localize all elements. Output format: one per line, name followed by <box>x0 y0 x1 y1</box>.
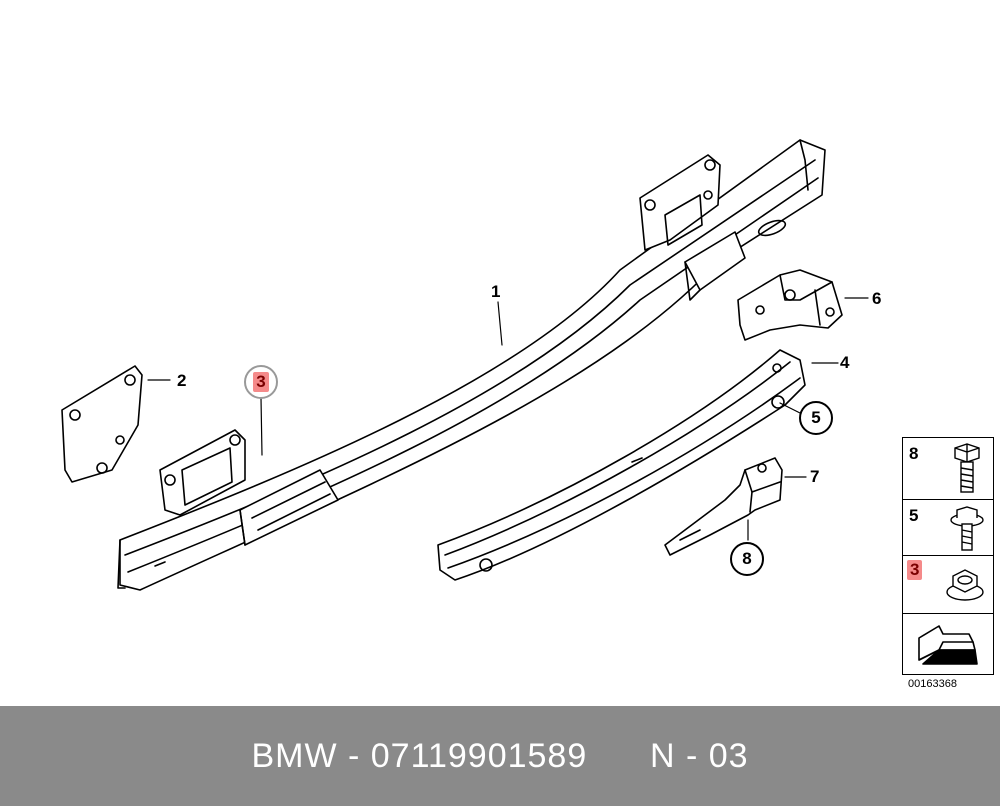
callout-7: 7 <box>810 467 820 486</box>
callout-2: 2 <box>177 371 187 390</box>
hex-bolt-icon <box>949 442 985 501</box>
callout-3: 3 <box>253 372 269 392</box>
callout-5: 5 <box>811 408 821 427</box>
callout-4: 4 <box>840 353 850 372</box>
legend-item-3[interactable]: 3 <box>903 556 993 614</box>
footer-bar: BMW - 07119901589 N - 03 <box>0 706 1000 806</box>
side-bracket <box>737 269 843 341</box>
legend-number: 3 <box>907 560 923 580</box>
legend-item-5[interactable]: 5 <box>903 500 993 556</box>
fastener-legend: 8 5 3 <box>902 437 994 675</box>
direction-arrow-icon <box>913 620 979 673</box>
legend-number: 5 <box>909 506 919 525</box>
footer-gap <box>587 737 650 776</box>
callout-8-circle[interactable]: 8 <box>730 542 764 576</box>
mounting-plate <box>61 365 143 483</box>
footer-separator: - <box>337 736 371 775</box>
legend-item-8[interactable]: 8 <box>903 438 993 500</box>
diagram-number: 00163368 <box>908 678 957 690</box>
callout-5-circle[interactable]: 5 <box>799 401 833 435</box>
callout-6: 6 <box>872 289 882 308</box>
hex-nut-icon <box>945 564 985 609</box>
callout-8: 8 <box>742 549 752 568</box>
exploded-parts-drawing <box>61 139 869 591</box>
leader-lines <box>147 297 869 541</box>
bumper-carrier-beam <box>117 139 826 591</box>
footer-brand: BMW <box>251 736 338 775</box>
flange-screw-icon <box>949 504 985 559</box>
callout-3-circle[interactable]: 3 <box>244 365 278 399</box>
footer-position: N - 03 <box>649 736 749 775</box>
legend-number: 8 <box>909 444 919 463</box>
callout-1: 1 <box>491 282 501 301</box>
lower-support-rail <box>437 349 806 581</box>
holder-bracket <box>664 457 783 556</box>
legend-arrow-cell <box>903 614 993 674</box>
footer-part-number[interactable]: 07119901589 <box>370 736 588 775</box>
